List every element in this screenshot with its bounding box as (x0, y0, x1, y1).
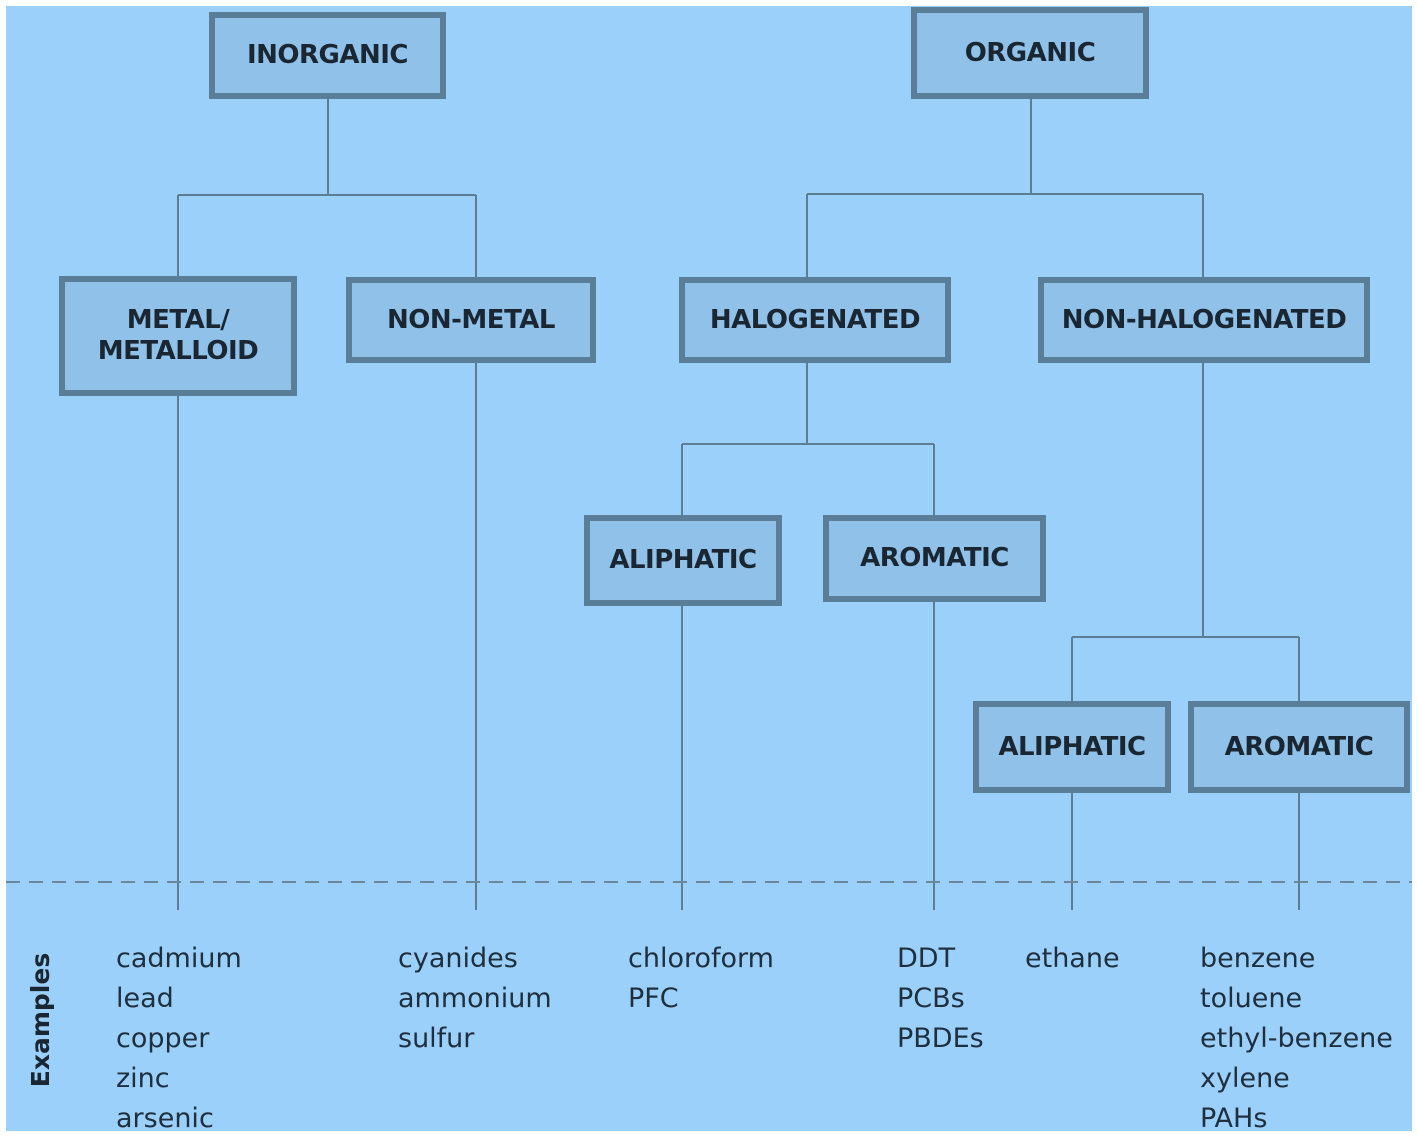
example-item: toluene (1200, 983, 1303, 1014)
example-item: PFC (628, 983, 679, 1014)
example-item: copper (116, 1023, 210, 1054)
example-item: PCBs (897, 983, 965, 1014)
node-halogenated-aromatic: AROMATIC (823, 515, 1046, 602)
node-inorganic: INORGANIC (209, 12, 446, 99)
example-item: xylene (1200, 1063, 1290, 1094)
connector-lines (6, 99, 1412, 910)
node-non-halogenated-aromatic: AROMATIC (1188, 701, 1410, 793)
node-metal-metalloid: METAL/ METALLOID (59, 276, 297, 396)
node-organic: ORGANIC (911, 7, 1149, 99)
example-item: arsenic (116, 1103, 214, 1131)
example-item: DDT (897, 943, 956, 974)
example-item: ammonium (398, 983, 552, 1014)
node-halogenated-aliphatic: ALIPHATIC (584, 515, 782, 606)
node-non-halogenated: NON-HALOGENATED (1038, 277, 1370, 363)
example-item: ethyl-benzene (1200, 1023, 1393, 1054)
example-item: chloroform (628, 943, 774, 974)
examples-metal-metalloid: cadmium lead copper zinc arsenic (116, 939, 242, 1131)
example-item: lead (116, 983, 174, 1014)
example-item: benzene (1200, 943, 1316, 974)
node-non-halogenated-aliphatic: ALIPHATIC (973, 701, 1171, 793)
diagram-canvas: INORGANIC ORGANIC METAL/ METALLOID NON-M… (6, 6, 1412, 1131)
node-non-metal: NON-METAL (346, 277, 596, 363)
example-item: PBDEs (897, 1023, 984, 1054)
node-halogenated: HALOGENATED (679, 277, 951, 363)
example-item: PAHs (1200, 1103, 1268, 1131)
examples-non-metal: cyanides ammonium sulfur (398, 939, 552, 1059)
examples-label: Examples (25, 952, 55, 1088)
example-item: zinc (116, 1063, 170, 1094)
example-item: cyanides (398, 943, 518, 974)
examples-non-halogenated-aliphatic: ethane (1025, 939, 1120, 979)
example-item: cadmium (116, 943, 242, 974)
example-item: ethane (1025, 943, 1120, 974)
example-item: sulfur (398, 1023, 475, 1054)
